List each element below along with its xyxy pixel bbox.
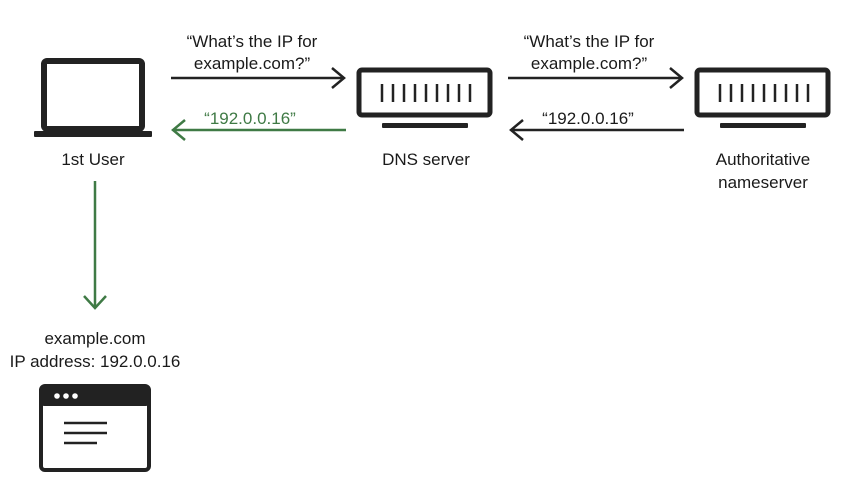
reply-from-authoritative-label: “192.0.0.16” [542, 109, 634, 128]
result-domain-label: example.com [44, 329, 145, 348]
authoritative-nameserver-icon [694, 67, 831, 128]
dns-server-label: DNS server [382, 150, 470, 169]
dns-server-icon [356, 67, 493, 128]
authoritative-label-line1: Authoritative [716, 150, 811, 169]
reply-arrow-from-authoritative [509, 119, 684, 141]
result-arrow-down [83, 181, 107, 310]
browser-window-icon [39, 384, 151, 472]
query-to-dns-line2: example.com?” [194, 54, 311, 73]
laptop-icon [34, 58, 152, 137]
query-arrow-to-dns [171, 67, 346, 89]
reply-to-user-label: “192.0.0.16” [204, 109, 296, 128]
query-arrow-to-authoritative [508, 67, 684, 89]
query-to-dns-line1: “What’s the IP for [187, 32, 318, 51]
authoritative-label-line2: nameserver [718, 173, 808, 192]
query-to-authoritative-line1: “What’s the IP for [524, 32, 655, 51]
reply-arrow-to-user [171, 119, 346, 141]
user-label: 1st User [61, 150, 125, 169]
query-to-authoritative-line2: example.com?” [531, 54, 648, 73]
result-ip-label: IP address: 192.0.0.16 [10, 352, 181, 371]
